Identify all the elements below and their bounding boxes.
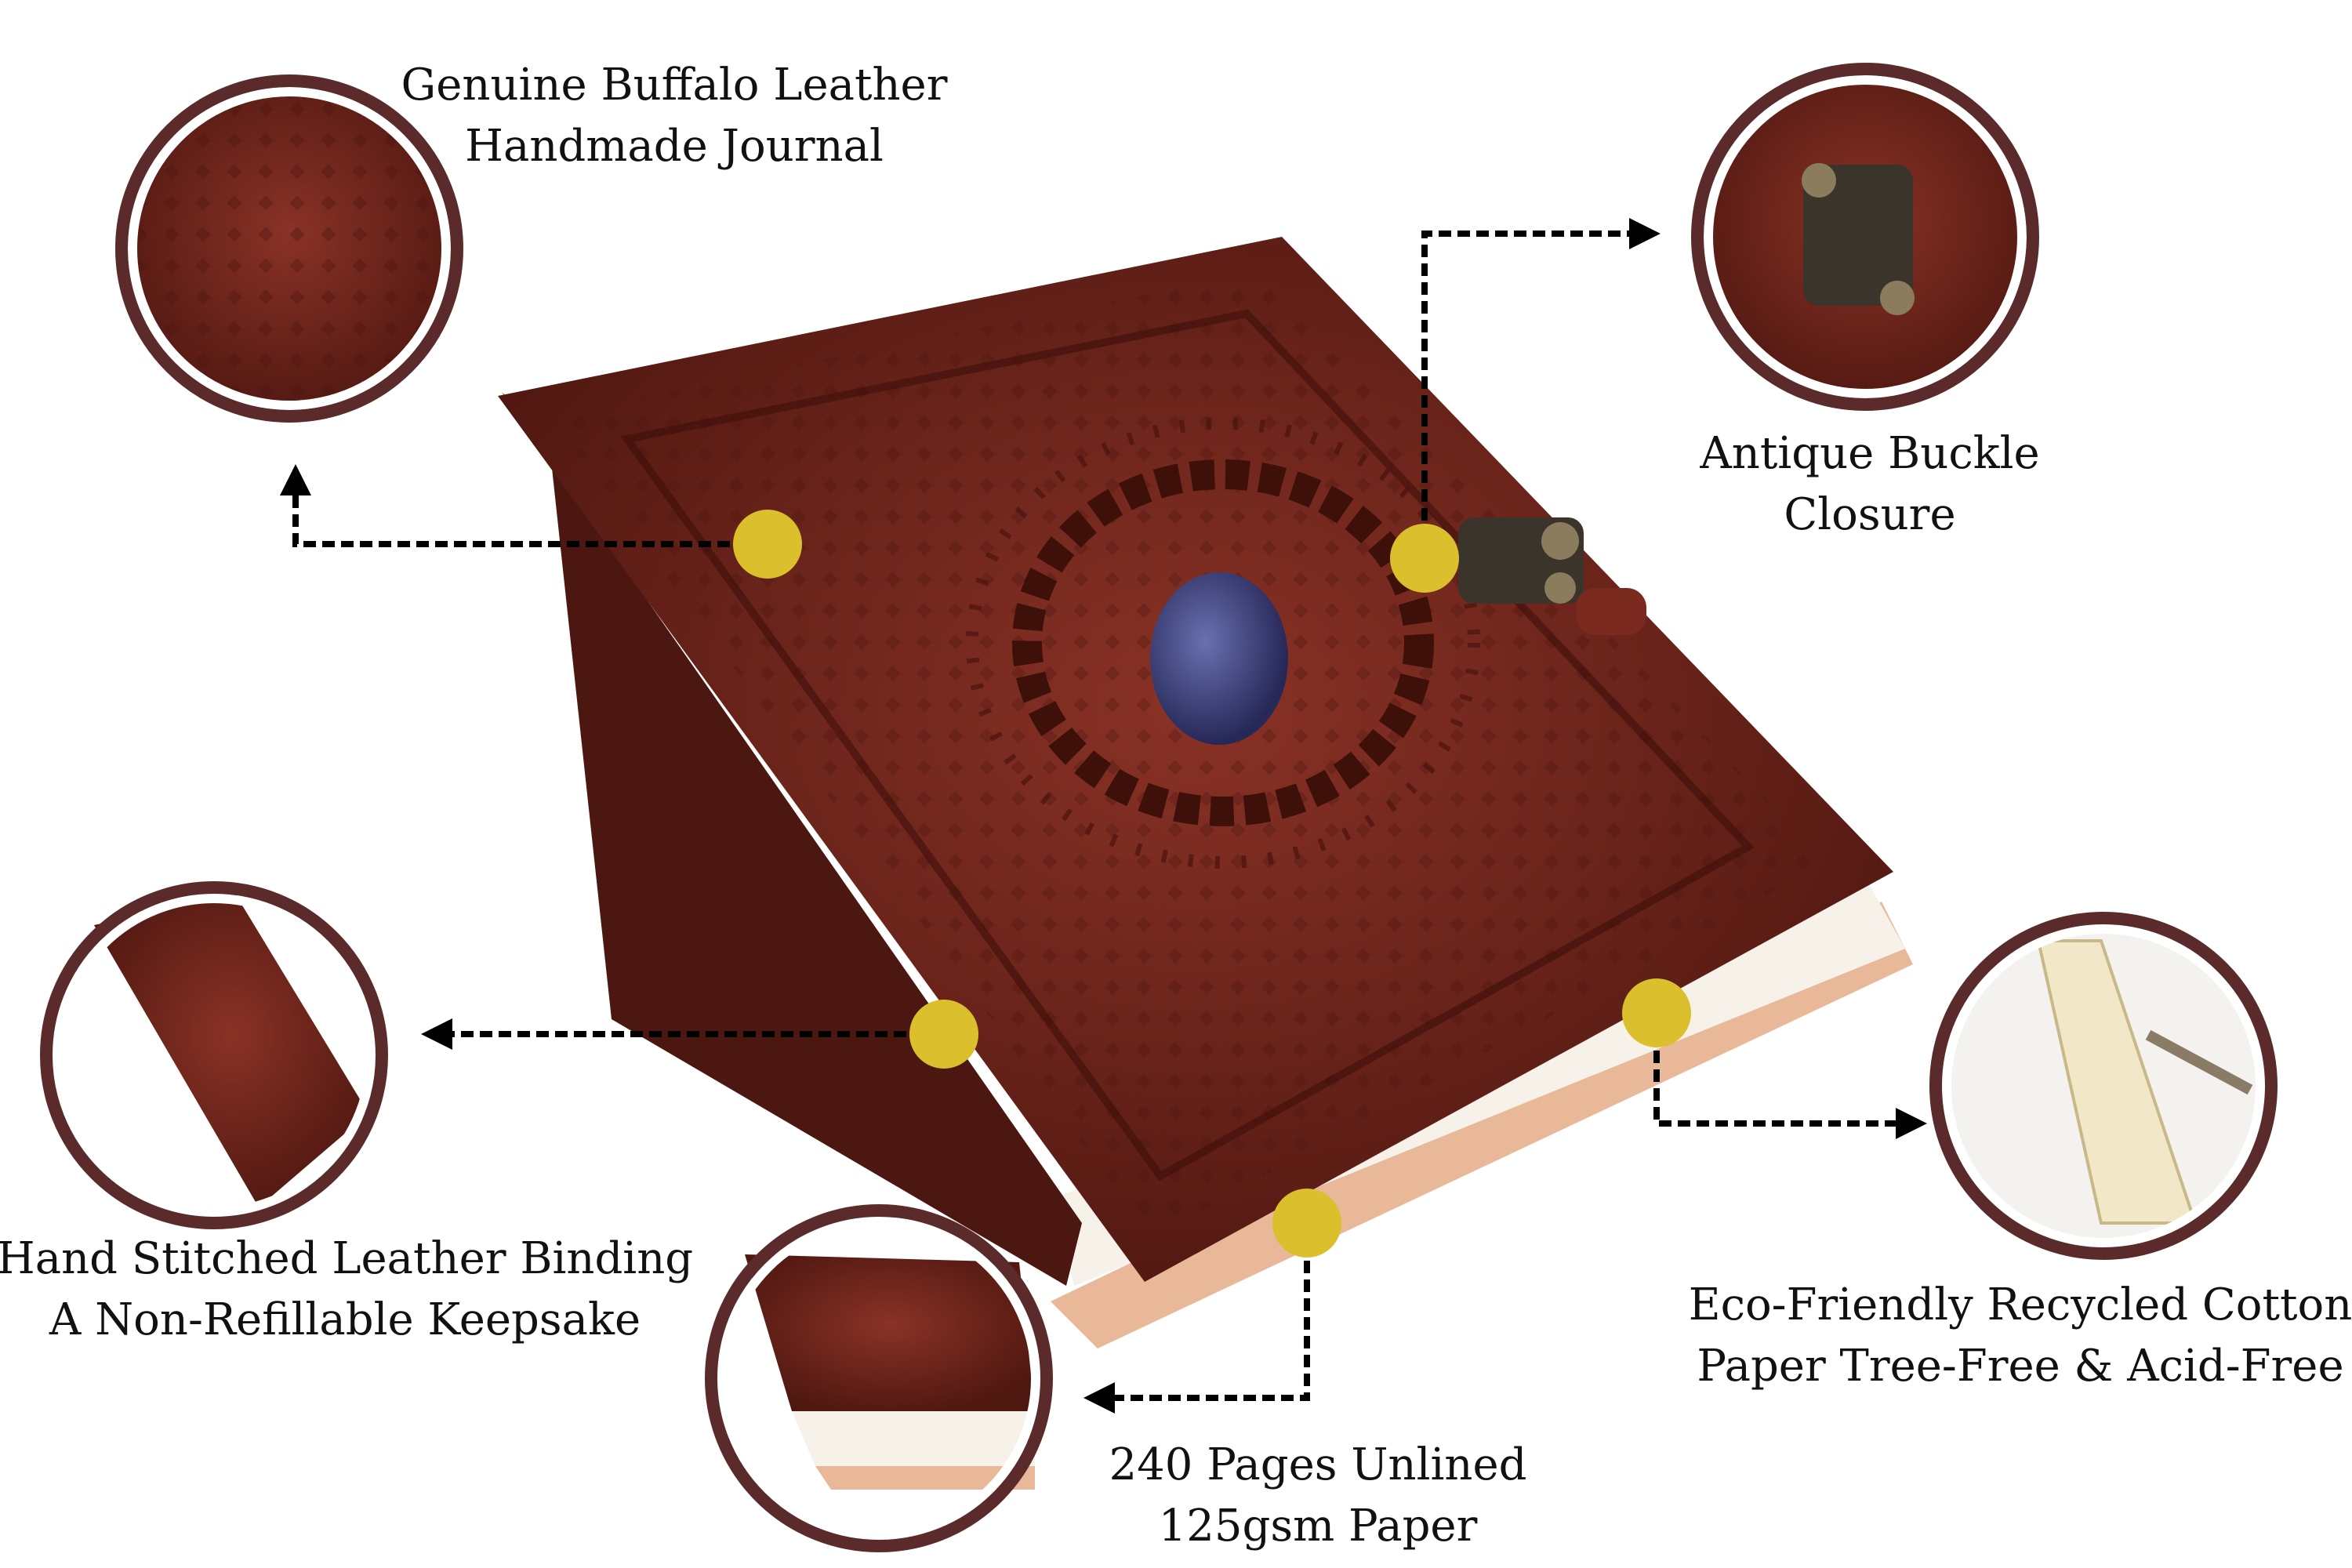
leader-line-paper [1653,1013,1927,1139]
caption-binding: Hand Stitched Leather Binding A Non-Refi… [0,1229,693,1351]
buckle-clasp [1458,517,1646,635]
caption-line: 240 Pages Unlined [1109,1439,1527,1490]
caption-line: Paper Tree-Free & Acid-Free [1697,1341,2344,1392]
leader-line-buckle [1421,218,1661,558]
marker-dot-buckle [1390,524,1459,593]
caption-line: Genuine Buffalo Leather [401,60,948,111]
caption-line: A Non-Refillable Keepsake [49,1294,641,1345]
journal-image [498,237,1913,1348]
caption-line: Closure [1784,489,1956,540]
marker-dot-paper [1622,978,1691,1047]
marker-dot-binding [909,1000,978,1069]
gemstone [1150,572,1288,745]
detail-circle-pages [705,1204,1053,1552]
leader-line-pages [1083,1223,1310,1414]
detail-circle-leather [115,74,463,423]
caption-paper: Eco-Friendly Recycled Cotton Paper Tree-… [1689,1275,2352,1397]
caption-line: Antique Buckle [1700,428,2040,479]
marker-dot-pages [1272,1189,1341,1258]
caption-line: Eco-Friendly Recycled Cotton [1688,1279,2352,1330]
detail-circle-binding [40,881,388,1229]
caption-line: Hand Stitched Leather Binding [0,1233,694,1284]
caption-line: Handmade Journal [465,121,884,172]
leader-line-leather [280,464,768,547]
caption-line: 125gsm Paper [1158,1501,1478,1552]
detail-circle-paper [1929,912,2278,1260]
marker-dot-leather [733,510,802,579]
detail-circle-buckle [1691,63,2039,411]
caption-leather: Genuine Buffalo Leather Handmade Journal [401,55,948,177]
caption-pages: 240 Pages Unlined 125gsm Paper [1109,1435,1527,1557]
caption-buckle: Antique Buckle Closure [1700,423,2039,546]
